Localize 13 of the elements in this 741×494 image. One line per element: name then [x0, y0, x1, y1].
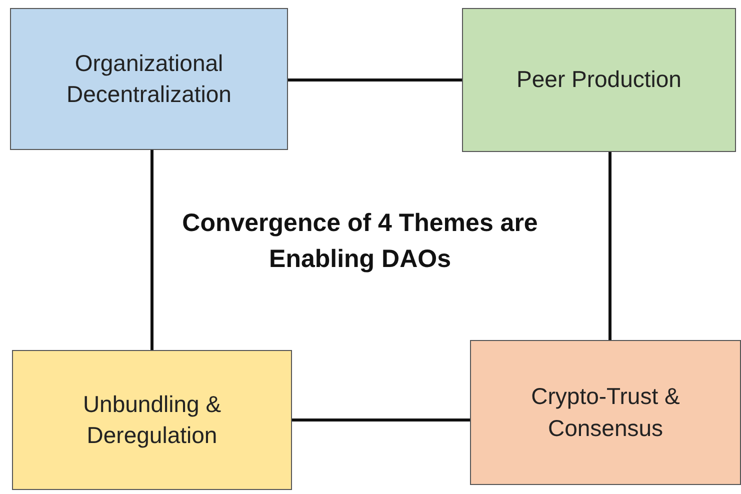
- connector-line: [292, 418, 470, 422]
- theme-box: [462, 8, 736, 152]
- diagram-title: Convergence of 4 Themes are Enabling DAOs: [181, 208, 539, 276]
- connector-line: [608, 152, 612, 340]
- connector-line: [288, 78, 462, 82]
- theme-box: [470, 340, 741, 485]
- theme-label: Crypto-Trust & Consensus: [530, 382, 681, 442]
- theme-label: Organizational Decentralization: [66, 48, 232, 109]
- connector-line: [150, 150, 154, 350]
- theme-box: [10, 8, 288, 150]
- theme-box: [12, 350, 292, 490]
- theme-label: Unbundling & Deregulation: [82, 390, 222, 450]
- theme-label: Peer Production: [516, 65, 682, 94]
